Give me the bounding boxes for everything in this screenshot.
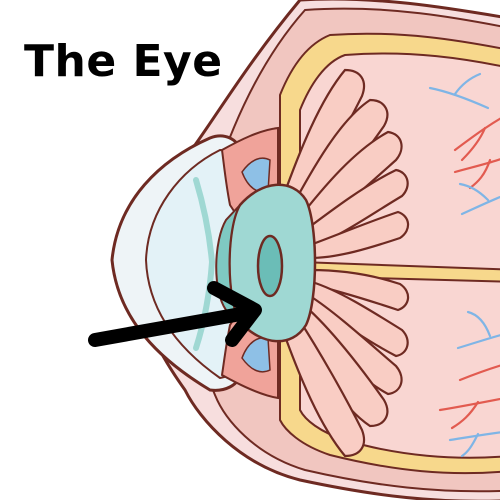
diagram-title: The Eye <box>24 36 223 87</box>
lens-nucleus <box>256 234 284 298</box>
aqueous-upper <box>241 157 271 194</box>
blue-blood-vessels <box>428 72 500 458</box>
ciliary-body <box>280 68 410 458</box>
red-blood-vessels <box>438 117 500 430</box>
arrow-pointing-to-lens-icon <box>88 281 262 347</box>
aqueous-lower <box>241 336 271 373</box>
